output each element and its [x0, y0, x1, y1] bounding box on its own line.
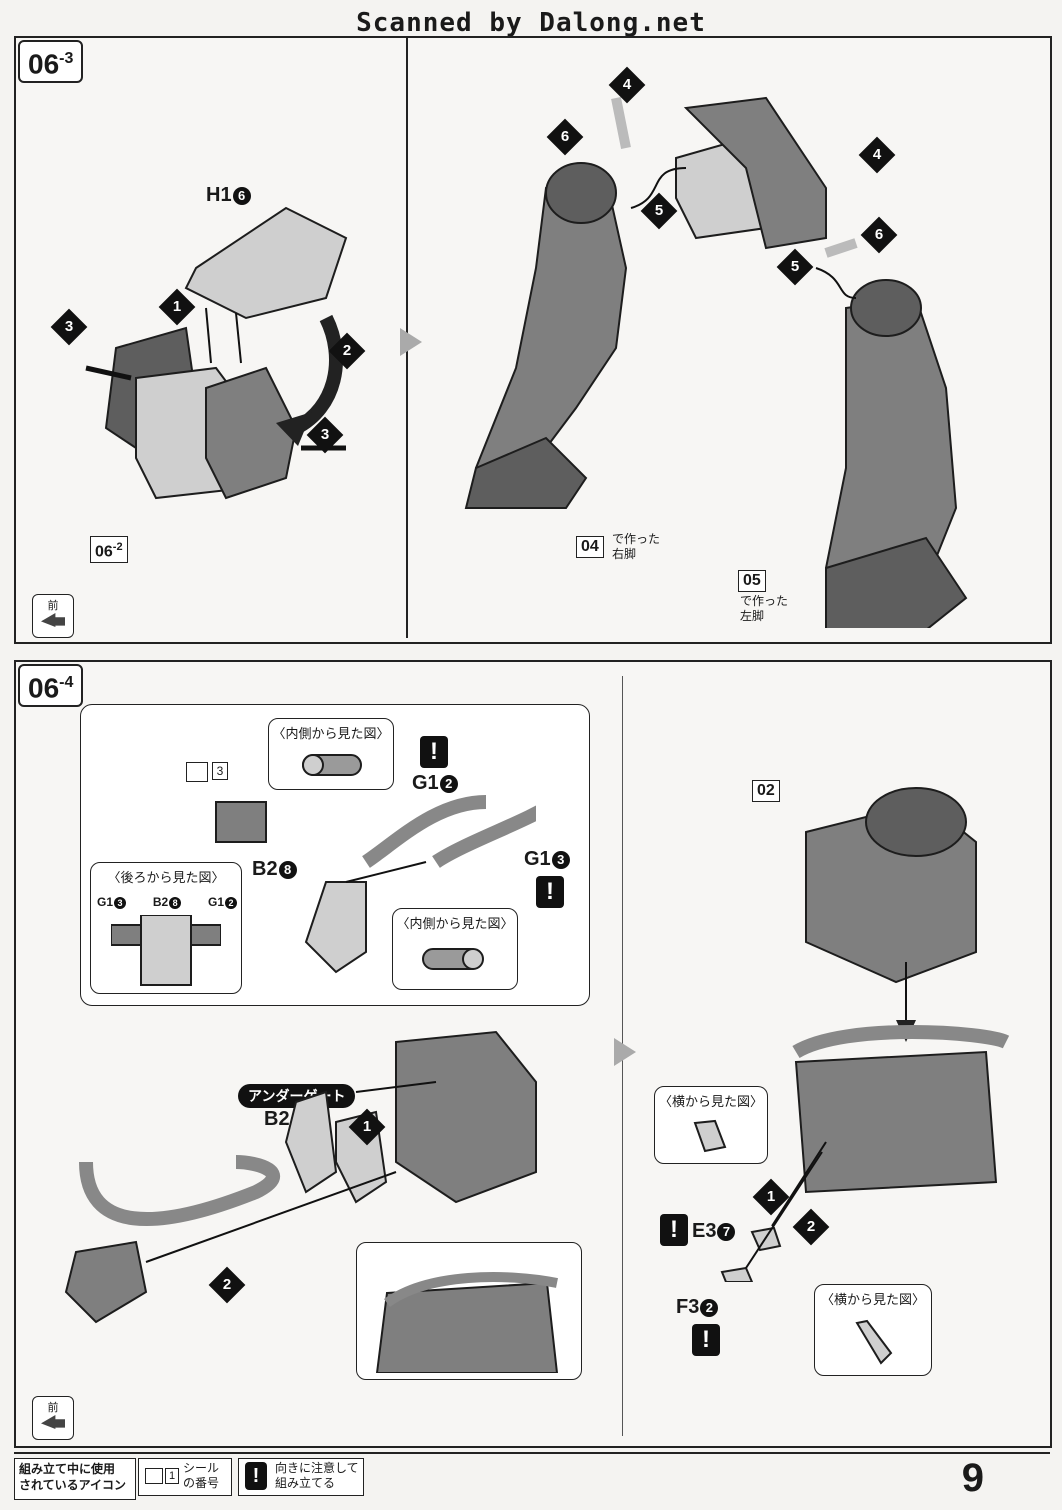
legend-title: 組み立て中に使用 されているアイコン	[14, 1458, 136, 1500]
tube-parts-illustration	[215, 795, 536, 974]
sticker-icon	[186, 762, 208, 782]
step-marker-1-right: 1	[752, 1178, 790, 1216]
side-view-callout-top: 〈横から見た図〉	[654, 1086, 768, 1164]
step-marker-1: 1	[158, 288, 196, 326]
page-number: 9	[961, 1456, 984, 1500]
inner-view-callout-bottom: 〈内側から見た図〉	[392, 908, 518, 990]
assembled-skirt-callout	[356, 1242, 582, 1380]
step-marker-5b: 5	[776, 248, 814, 286]
step-marker-6b: 6	[860, 216, 898, 254]
step-marker-1-lower: 1	[348, 1108, 386, 1146]
next-arrow-2	[614, 1038, 636, 1066]
scan-credit: Scanned by Dalong.net	[356, 8, 706, 38]
next-arrow	[400, 328, 422, 356]
step-marker-2-right: 2	[792, 1208, 830, 1246]
step-06-3-tab: 06-3	[18, 40, 84, 84]
warn-icon-e3: !	[660, 1214, 688, 1246]
right-leg-note: で作った 右脚	[612, 532, 661, 561]
legs-assembly-illustration	[464, 96, 968, 628]
ref-05: 05	[738, 570, 766, 592]
chest-assembly-illustration	[85, 206, 348, 500]
side-view-callout-bottom: 〈横から見た図〉	[814, 1284, 932, 1376]
step-06-4-tab: 06-4	[18, 664, 84, 708]
step-marker-4: 4	[608, 66, 646, 104]
step-marker-6: 6	[546, 118, 584, 156]
ref-04: 04	[576, 536, 604, 558]
warn-icon-g1-3: !	[536, 876, 564, 908]
warn-icon-g1-2: !	[420, 736, 448, 768]
step-marker-4b: 4	[858, 136, 896, 174]
step-marker-3: 3	[50, 308, 88, 346]
skirt-hose-illustration	[64, 1030, 537, 1324]
step-marker-2-lower: 2	[208, 1266, 246, 1304]
left-leg-note: で作った 左脚	[740, 594, 789, 623]
legend-orientation: ! 向きに注意して 組み立てる	[238, 1458, 364, 1496]
inner-view-callout-top: 〈内側から見た図〉	[268, 718, 394, 790]
icon-legend-footer: 組み立て中に使用 されているアイコン 1 シール の番号 ! 向きに注意して 組…	[14, 1452, 1050, 1500]
front-direction-indicator: 前	[32, 594, 74, 638]
ref-06-2: 06-2	[90, 536, 128, 564]
torso-illustration	[792, 787, 1010, 1194]
small-parts-illustration	[720, 1141, 827, 1282]
step-marker-5: 5	[640, 192, 678, 230]
legend-sticker: 1 シール の番号	[138, 1458, 232, 1496]
sticker-number: 3	[212, 762, 228, 780]
step-marker-3b: 3	[306, 416, 344, 454]
front-direction-indicator-2: 前	[32, 1396, 74, 1440]
warn-icon-f3: !	[692, 1324, 720, 1356]
ref-02: 02	[752, 780, 780, 802]
under-gate-badge: アンダーゲート	[238, 1084, 356, 1108]
step-marker-2: 2	[328, 332, 366, 370]
